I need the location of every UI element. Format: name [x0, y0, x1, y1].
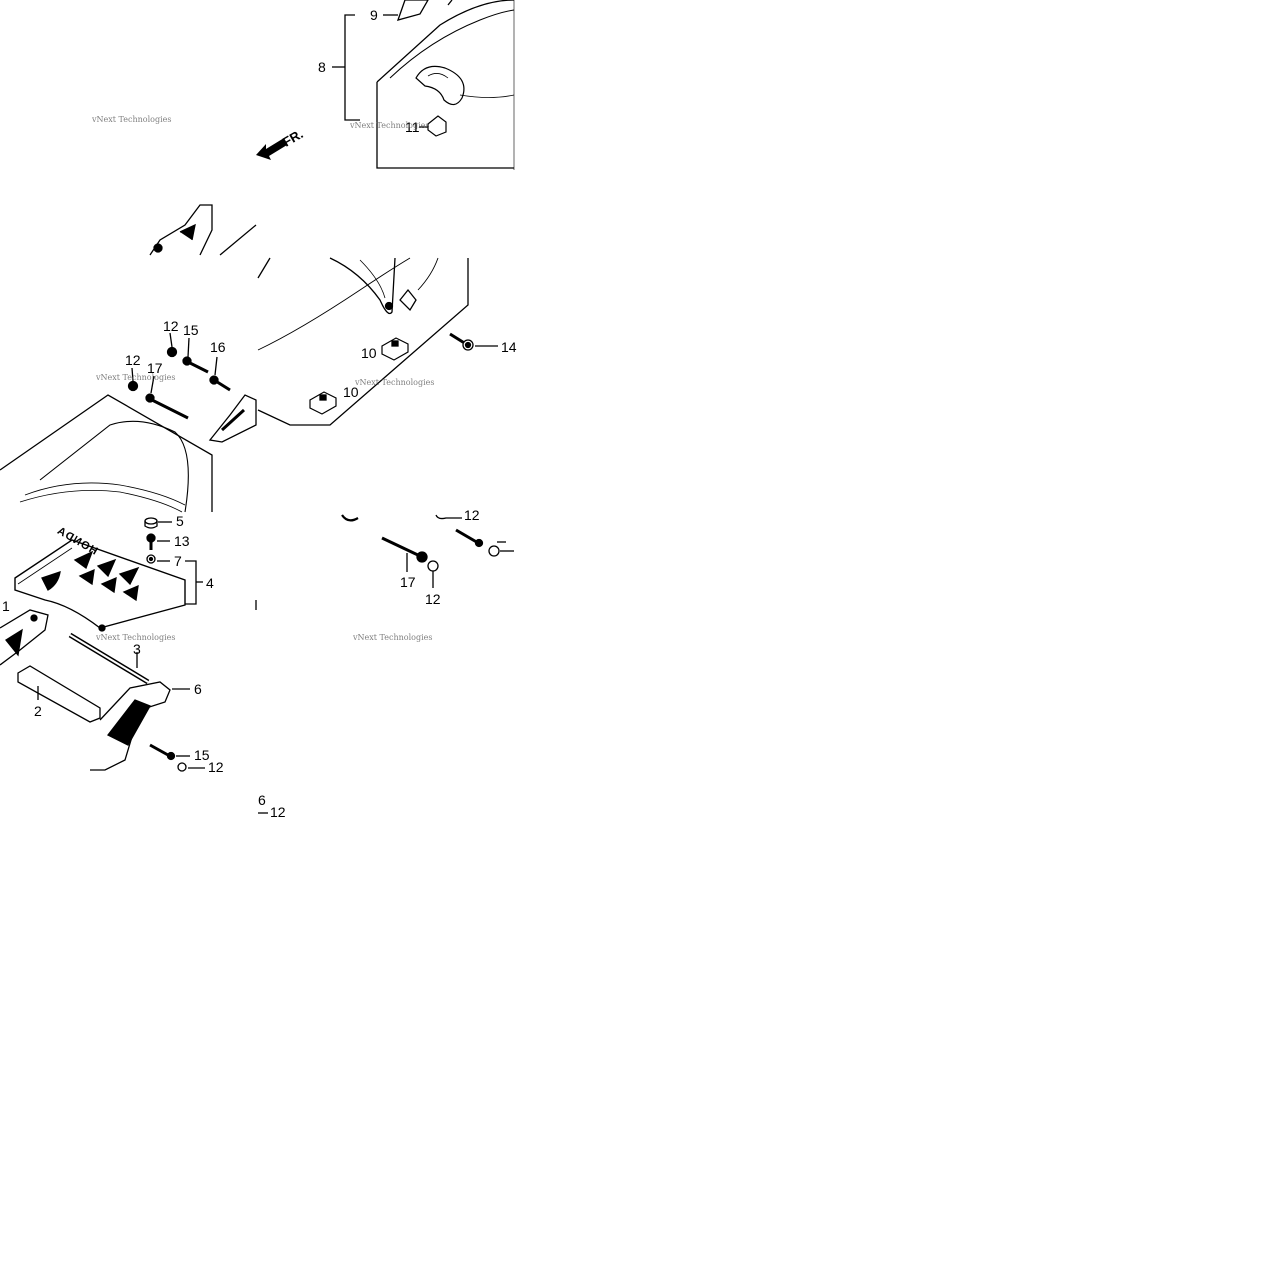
callout-12-e: 12	[425, 591, 441, 607]
callout-10-a: 10	[361, 345, 377, 361]
watermark-5: vNext Technologies	[95, 633, 175, 642]
front-direction-arrow: FR.	[256, 126, 306, 160]
watermark-3: vNext Technologies	[95, 373, 175, 382]
watermark-4: vNext Technologies	[354, 378, 434, 387]
callout-3: 3	[133, 641, 141, 657]
callout-11: 11	[405, 119, 420, 135]
callout-5: 5	[176, 513, 184, 529]
callout-6-b: 6	[258, 792, 266, 808]
carrier-rack-tile	[0, 517, 205, 772]
callout-15-b: 15	[194, 747, 210, 763]
seat-assembly-tile	[332, 0, 515, 170]
callout-4: 4	[206, 575, 214, 591]
watermark-6: vNext Technologies	[352, 633, 432, 642]
callout-14: 14	[501, 339, 517, 355]
callout-15-a: 15	[183, 322, 199, 338]
callout-12-d: 12	[464, 507, 480, 523]
fragment-marks	[255, 600, 268, 814]
callout-6: 6	[194, 681, 202, 697]
callout-17-a: 17	[147, 360, 163, 376]
seat-underside-tile	[257, 257, 498, 426]
callout-10-b: 10	[343, 384, 359, 400]
watermark-2: vNext Technologies	[349, 121, 429, 130]
bracket-fragment	[149, 204, 257, 256]
callout-8: 8	[318, 59, 326, 75]
callout-12-f: 12	[270, 804, 286, 820]
callout-2: 2	[34, 703, 42, 719]
bolts-fragment-tile	[341, 514, 514, 588]
watermark-1: vNext Technologies	[91, 115, 171, 124]
callout-17-b: 17	[400, 574, 416, 590]
callout-13: 13	[174, 533, 190, 549]
callout-12-c: 12	[208, 759, 224, 775]
callout-labels: 9 8 11 12 15 16 12 17 10 10 14 5 13 7 4 …	[2, 7, 517, 820]
pillion-seat-tile	[0, 332, 257, 513]
honda-brand-mark: HONDA	[54, 525, 99, 558]
callout-1: 1	[2, 598, 10, 614]
callout-12-b: 12	[125, 352, 141, 368]
watermarks: vNext Technologies vNext Technologies vN…	[91, 115, 434, 642]
callout-7: 7	[174, 553, 182, 569]
callout-16: 16	[210, 339, 226, 355]
callout-9: 9	[370, 7, 378, 23]
callout-12-a: 12	[163, 318, 179, 334]
